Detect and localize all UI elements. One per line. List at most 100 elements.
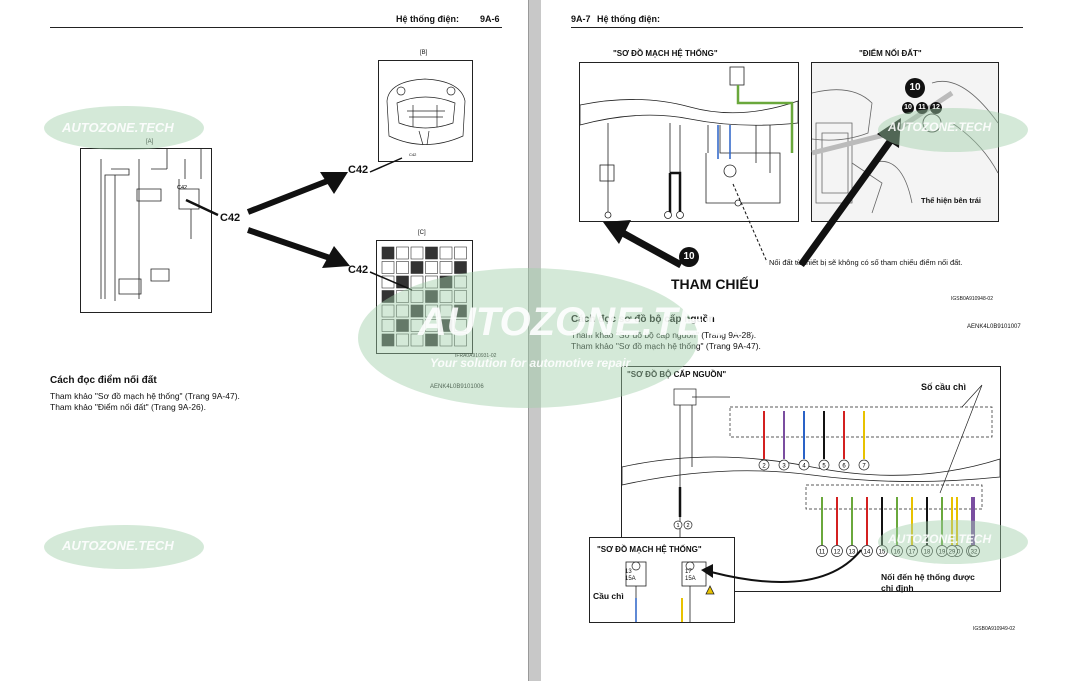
connector-cell — [439, 319, 453, 332]
watermark-left-bottom — [44, 525, 204, 569]
bottom-circuit-badge — [831, 545, 843, 557]
ground-number-11: 11 — [918, 104, 926, 111]
fig-a-label: [A] — [146, 139, 154, 145]
connector-cell — [454, 333, 467, 347]
connector-cell — [439, 261, 453, 274]
connector-cell — [396, 246, 409, 260]
connector-cell — [381, 246, 395, 260]
ground-number-big: 10 — [909, 82, 921, 93]
fig-a-wiring-drawing: C42 — [100, 149, 202, 301]
left-arrows — [185, 157, 413, 291]
connector-cell — [439, 290, 453, 303]
break-band — [621, 456, 1001, 486]
connected-label-2: chỉ định — [881, 583, 914, 593]
right-page-number: 9A-7 — [571, 14, 591, 24]
fig-code-3: IGSB0A910949-02 — [973, 626, 1015, 632]
connector-cell — [425, 261, 438, 274]
ground-number-badges — [902, 78, 942, 114]
top-circuit-badge — [858, 459, 870, 471]
connector-cell — [439, 246, 453, 260]
connector-cell — [410, 319, 424, 332]
fuse-label: Cầu chì — [593, 591, 624, 601]
connector-cell — [454, 246, 467, 260]
connector-cell — [381, 261, 395, 274]
fig-a-panel: C42 — [80, 148, 212, 313]
fuse-number-leaders — [939, 384, 983, 494]
connector-cell — [454, 261, 467, 274]
left-circuit-badge — [683, 520, 693, 530]
left-page-number: 9A-6 — [480, 14, 500, 24]
connector-cell — [425, 319, 438, 332]
watermark-center-text: AUTOZONE.TECH — [418, 300, 762, 344]
bottom-circuit-number: 18 — [924, 550, 931, 556]
connector-cell — [396, 319, 409, 332]
connected-label-1: Nối đến hệ thống được — [881, 572, 975, 582]
fig-b-panel: C42 — [378, 60, 473, 162]
watermark-center-slogan: Your solution for automotive repair — [430, 356, 631, 370]
fuse-box-bottom — [805, 484, 983, 510]
left-header-rule — [50, 27, 502, 28]
bottom-circuit-badge — [891, 545, 903, 557]
bottom-circuit-number: 13 — [849, 550, 856, 556]
diagram2-title: "ĐIỂM NỐI ĐẤT" — [859, 49, 922, 58]
connector-cell — [410, 261, 424, 274]
fig-c-connector-grid — [381, 246, 467, 347]
bottom-circuit-number: 32 — [971, 550, 978, 556]
connector-cell — [381, 319, 395, 332]
connector-cell — [410, 333, 424, 347]
top-circuit-badge — [838, 459, 850, 471]
bottom-circuit-badge — [946, 545, 958, 557]
inset-fuse-17-amp: 15A — [685, 576, 696, 582]
fig-b-label: [B] — [420, 50, 428, 56]
watermark-right-bottom — [878, 520, 1028, 564]
left-circuit-badge — [673, 520, 683, 530]
top-circuit-number: 4 — [802, 464, 806, 470]
bottom-circuit-number: 29 — [949, 550, 956, 556]
connector-cell — [410, 304, 424, 318]
inset-fuse-17-num: 17 — [685, 569, 692, 575]
watermark-left-top — [44, 106, 204, 150]
c42-label-b: C42 — [348, 164, 369, 176]
connector-cell — [454, 290, 467, 303]
c42-label-c: C42 — [348, 264, 369, 276]
watermark-left-top-text: AUTOZONE.TECH — [62, 120, 174, 135]
shown-left-caption: Thể hiện bên trái — [921, 196, 982, 205]
fig-c-label: [C] — [418, 230, 426, 236]
left-header-title: Hệ thống điện: — [396, 14, 459, 24]
reference-arrow — [603, 118, 901, 269]
top-circuit-number: 7 — [862, 464, 866, 470]
inset-circuit-panel — [589, 537, 735, 623]
bottom-circuit-number: 14 — [864, 550, 871, 556]
top-circuit-number: 5 — [822, 464, 826, 470]
right-section-title: Cách đọc sơ đồ bộ cấp nguồn — [571, 314, 715, 325]
ground-note: Nối đất từ thiết bị sẽ không có số tham … — [769, 258, 963, 267]
fig-code-1: IGSB0A910948-02 — [951, 296, 993, 302]
watermark-center — [358, 268, 698, 408]
connector-cell — [425, 290, 438, 303]
watermark-right-bottom-text: AUTOZONE.TECH — [888, 532, 992, 546]
left-ref-line-1: Tham khảo "Sơ đồ mạch hệ thống" (Trang 9… — [50, 391, 240, 401]
bottom-circuit-number: 17 — [909, 550, 916, 556]
bottom-circuit-badge — [846, 545, 858, 557]
top-circuit-number: 6 — [842, 464, 846, 470]
connector-cell — [454, 275, 467, 289]
bottom-circuit-badge — [876, 545, 888, 557]
connector-cell — [410, 275, 424, 289]
fuse-box-top — [729, 406, 993, 438]
left-figure-code: AENK4L0B9101006 — [430, 384, 484, 390]
connector-cell — [381, 290, 395, 303]
reference-number: 10 — [683, 251, 695, 262]
watermark-right-top-text: AUTOZONE.TECH — [888, 120, 992, 134]
inset-circuit-drawing — [625, 561, 715, 622]
bottom-circuit-number: 19 — [939, 550, 946, 556]
right-ref-line-2: Tham khảo "Sơ đồ mạch hệ thống" (Trang 9… — [571, 341, 761, 351]
right-header-title: Hệ thống điện: — [597, 14, 660, 24]
connector-cell — [425, 275, 438, 289]
connector-cell — [439, 275, 453, 289]
connector-cell — [381, 333, 395, 347]
connector-cell — [410, 246, 424, 260]
connector-cell — [396, 290, 409, 303]
connector-cell — [396, 304, 409, 318]
power-supply-panel: 2345671112131415161718192021293212 — [621, 366, 1001, 592]
reference-label: THAM CHIẾU — [671, 276, 759, 292]
